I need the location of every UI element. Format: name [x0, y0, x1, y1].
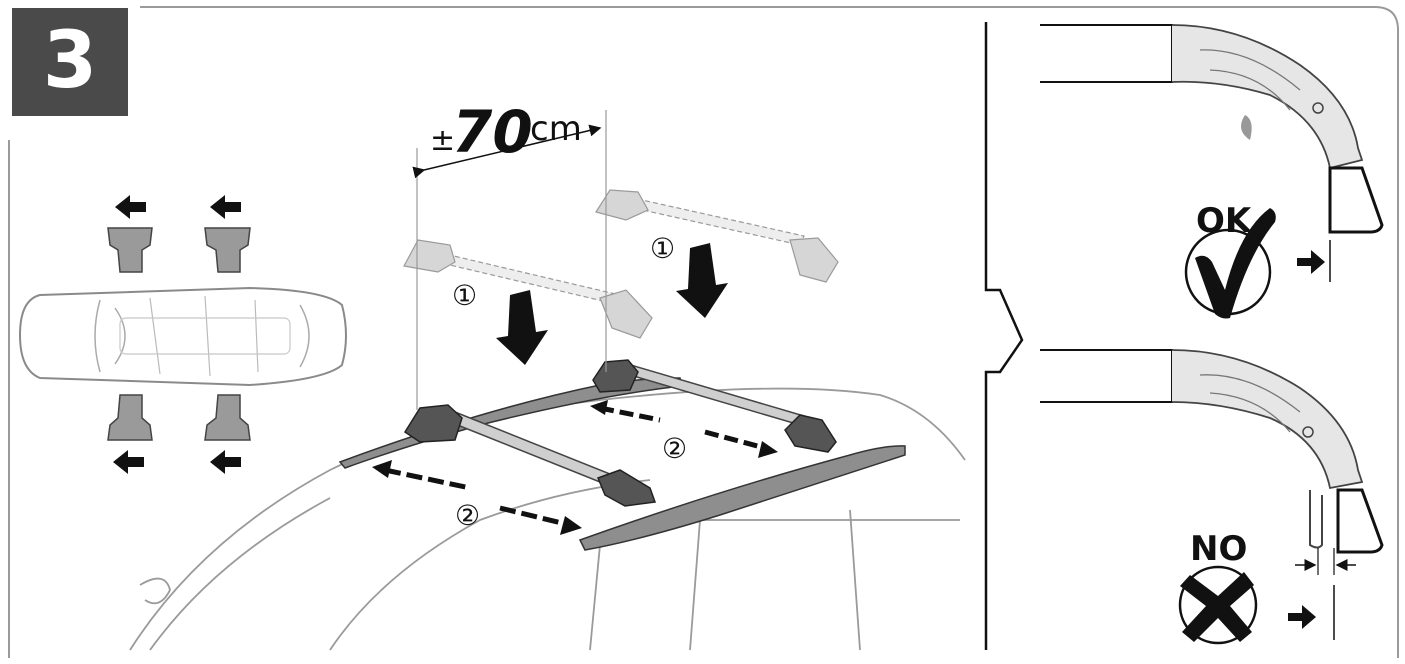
foot-rear-left	[204, 227, 251, 273]
slide-arrows	[384, 405, 766, 528]
roof-rails	[338, 377, 906, 551]
arrow-icon	[499, 505, 571, 528]
arrow-icon	[1288, 250, 1325, 629]
rail-profile-no	[1336, 488, 1384, 554]
step-number: 3	[42, 16, 98, 106]
arrow-icon	[384, 467, 471, 491]
detail-no	[1040, 349, 1384, 640]
floating-foot-3	[595, 189, 649, 221]
car-top-view	[18, 286, 347, 387]
detail-ok	[1040, 24, 1384, 282]
guide-lines	[416, 110, 607, 410]
marker-lower-1: ①	[452, 279, 477, 312]
cross-icon	[1180, 572, 1254, 642]
dimension-value: 70	[452, 98, 533, 166]
foot-front-right	[107, 394, 153, 441]
foot-mounted-3	[592, 359, 639, 393]
check-icon	[1195, 208, 1276, 319]
floating-foot-2	[599, 289, 653, 339]
floating-foot-4	[789, 237, 839, 283]
no-label: NO	[1190, 529, 1247, 569]
arrow-icon	[599, 405, 661, 423]
panel-frame	[8, 6, 1399, 658]
rail-left	[338, 377, 683, 469]
foot-mounted-1	[403, 404, 463, 443]
arrow-icon	[496, 243, 728, 365]
section-divider	[984, 22, 1024, 650]
foot-rear-right	[204, 394, 251, 441]
arrow-icon	[113, 195, 241, 474]
marker-lower-2: ①	[650, 232, 675, 265]
foot-mounted-4	[784, 414, 837, 453]
mounted-bars	[403, 359, 837, 507]
foot-positions	[107, 227, 251, 441]
slide-arrowheads	[372, 400, 778, 535]
arrow-icon	[704, 429, 766, 451]
foot-mounted-2	[597, 469, 657, 507]
marker-slide-1: ②	[455, 499, 480, 532]
dimension-arrow	[412, 124, 602, 179]
rail-profile-ok	[1328, 166, 1384, 234]
step-number-badge: 3	[12, 8, 128, 116]
rail-right	[578, 445, 906, 551]
foot-front-left	[107, 227, 153, 273]
floating-foot-1	[403, 239, 456, 273]
dimension-prefix: ±	[430, 123, 455, 158]
floating-bar-rear	[619, 195, 805, 246]
marker-slide-2: ②	[662, 432, 687, 465]
dimension-unit: cm	[530, 109, 582, 149]
ok-label: OK	[1196, 201, 1253, 241]
floating-bars	[403, 189, 839, 339]
